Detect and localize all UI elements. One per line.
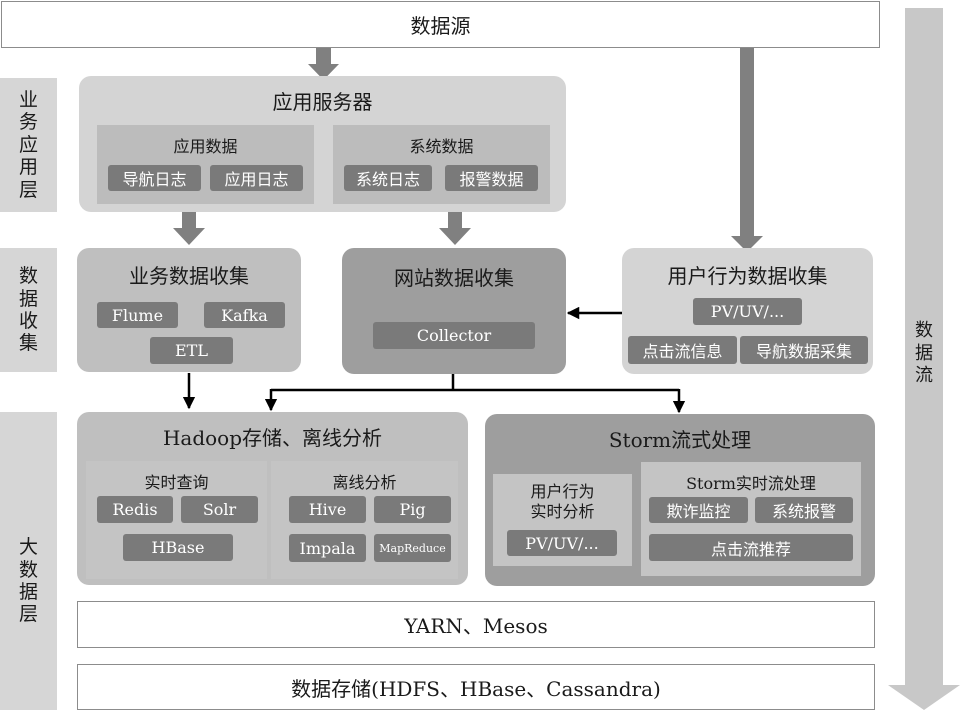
flow-char: 据 (915, 342, 933, 364)
clickstream-chip: 点击流信息 (628, 336, 737, 364)
arrow-sysdata-to-webcollect (439, 212, 471, 245)
hadoop-title: Hadoop存储、离线分析 (162, 426, 383, 450)
redis-chip: Redis (97, 496, 173, 523)
layer-char: 据 (18, 287, 38, 310)
layer-char: 业 (18, 88, 38, 111)
user-rt-title-line: 用户行为 (530, 482, 595, 501)
yarn-label: YARN、Mesos (404, 614, 548, 638)
web-collect-title: 网站数据收集 (394, 266, 514, 290)
storm-title: Storm流式处理 (608, 428, 752, 452)
arrow-source-to-appserver (308, 48, 339, 80)
mapreduce-chip: MapReduce (374, 534, 451, 562)
layer-char: 数 (18, 265, 38, 288)
hbase-chip: HBase (123, 534, 233, 561)
sys-alarm-chip: 系统报警 (755, 497, 853, 523)
storage-label: 数据存储(HDFS、HBase、Cassandra) (291, 676, 661, 701)
offline-analysis-title: 离线分析 (332, 473, 397, 492)
user-collect-panel: 用户行为数据收集 PV/UV/... 点击流信息 导航数据采集 (622, 248, 873, 374)
biz-collect-title: 业务数据收集 (129, 264, 249, 288)
hive-chip: Hive (289, 496, 366, 523)
impala-chip: Impala (289, 534, 366, 562)
app-server-title: 应用服务器 (272, 90, 373, 114)
etl-chip: ETL (150, 337, 233, 364)
sys-data-group: 系统数据 系统日志 报警数据 (333, 125, 550, 204)
arrow-appdata-to-bizcollect (173, 212, 205, 245)
data-flow-arrow (888, 8, 960, 710)
layer-char: 集 (18, 332, 38, 355)
layer-char: 数 (18, 558, 38, 581)
yarn-box: YARN、Mesos (77, 601, 875, 648)
storage-box: 数据存储(HDFS、HBase、Cassandra) (77, 664, 875, 710)
collector-chip: Collector (373, 322, 535, 349)
solr-chip: Solr (181, 496, 258, 523)
flow-char: 数 (915, 320, 933, 342)
data-source-label: 数据源 (410, 14, 471, 38)
user-rt-title-line: 实时分析 (530, 502, 595, 521)
layer-char: 务 (18, 111, 38, 134)
biz-collect-panel: 业务数据收集 Flume Kafka ETL (77, 248, 301, 372)
arrow-source-to-usercollect (731, 48, 763, 252)
layer-char: 大 (18, 536, 38, 559)
kafka-chip: Kafka (204, 302, 285, 328)
app-log-chip: 应用日志 (210, 165, 303, 191)
clickstream-recommend-chip: 点击流推荐 (649, 534, 853, 561)
storm-rt-title: Storm实时流处理 (686, 474, 816, 493)
hadoop-panel: Hadoop存储、离线分析 实时查询 Redis Solr HBase 离线分析… (77, 412, 468, 585)
data-flow-label: 数 据 流 (905, 318, 943, 390)
layer-char: 收 (18, 310, 38, 332)
pig-chip: Pig (374, 496, 451, 523)
pvuv-chip: PV/UV/... (693, 298, 802, 325)
storm-panel: Storm流式处理 用户行为 实时分析 PV/UV/... Storm实时流处理… (485, 414, 875, 586)
offline-analysis-group: 离线分析 Hive Pig Impala MapReduce (271, 461, 458, 579)
layer-char: 层 (18, 603, 38, 626)
user-collect-title: 用户行为数据收集 (667, 264, 828, 288)
sys-log-chip: 系统日志 (344, 165, 432, 191)
app-data-title: 应用数据 (173, 137, 238, 156)
nav-log-chip: 导航日志 (108, 165, 201, 191)
app-server-panel: 应用服务器 应用数据 导航日志 应用日志 系统数据 系统日志 报警数据 (79, 76, 566, 212)
storm-rt-group: Storm实时流处理 欺诈监控 系统报警 点击流推荐 (641, 462, 861, 576)
layer-char: 据 (18, 581, 38, 603)
layer-char: 用 (18, 156, 38, 179)
alarm-data-chip: 报警数据 (445, 165, 538, 191)
rt-pvuv-chip: PV/UV/... (507, 530, 617, 556)
fraud-monitor-chip: 欺诈监控 (649, 497, 748, 523)
layer-label-bigdata: 大 数 据 层 (0, 412, 57, 710)
web-collect-panel: 网站数据收集 Collector (342, 248, 566, 374)
flow-char: 流 (915, 365, 933, 387)
data-source-box: 数据源 (1, 1, 880, 48)
layer-char: 应 (18, 133, 38, 156)
user-rt-group: 用户行为 实时分析 PV/UV/... (493, 474, 632, 566)
realtime-query-title: 实时查询 (144, 473, 209, 492)
app-data-group: 应用数据 导航日志 应用日志 (97, 125, 314, 204)
layer-char: 层 (18, 178, 38, 201)
layer-label-collection: 数 据 收 集 (0, 248, 57, 372)
sys-data-title: 系统数据 (409, 137, 474, 156)
layer-label-business: 业 务 应 用 层 (0, 78, 57, 212)
nav-collect-chip: 导航数据采集 (740, 336, 868, 364)
flume-chip: Flume (97, 302, 178, 328)
realtime-query-group: 实时查询 Redis Solr HBase (86, 461, 267, 579)
user-rt-title: 用户行为 实时分析 (493, 478, 632, 526)
